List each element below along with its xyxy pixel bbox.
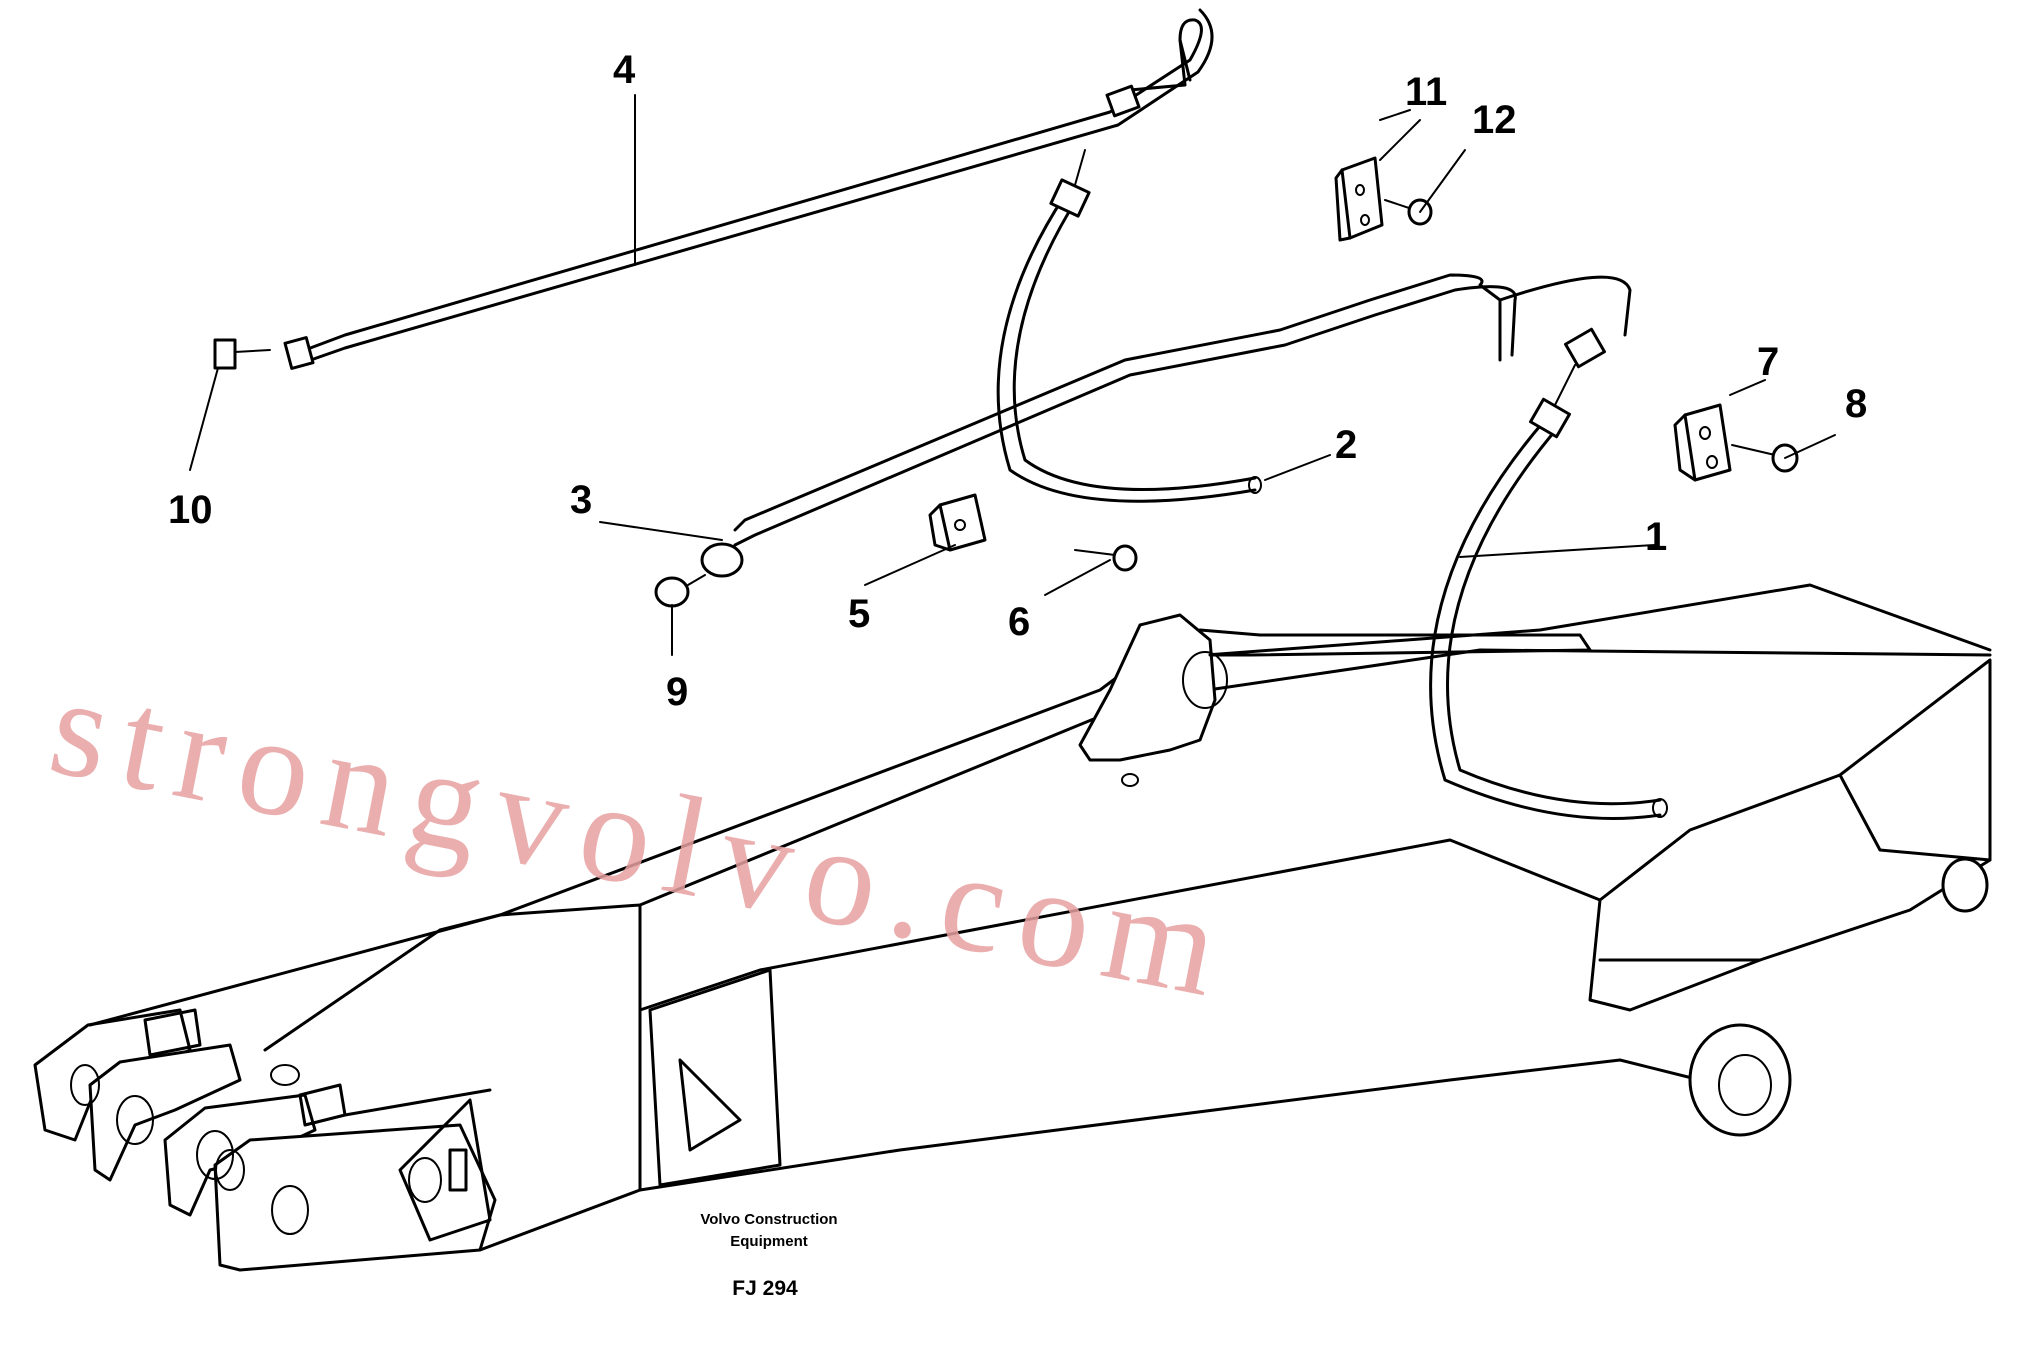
hose-2-fitting <box>1049 178 1091 218</box>
boom-plate-outline <box>648 968 782 1187</box>
plug-10 <box>213 338 271 370</box>
pipe-3-nut <box>1564 327 1606 369</box>
pipe-4-nut <box>1105 84 1141 118</box>
caption-line-2: Equipment <box>730 1233 808 1250</box>
pipe-3 <box>700 273 1632 578</box>
fork-hole-2 <box>196 1130 234 1180</box>
bolt-6 <box>1074 544 1138 572</box>
boom-arm <box>33 583 1992 1272</box>
hose-2-end <box>1248 476 1262 494</box>
fork-inner-line <box>263 913 502 1052</box>
boom-fork-middle <box>88 1043 242 1182</box>
bolt-12 <box>1384 198 1433 226</box>
callout-11: 11 <box>1405 70 1447 114</box>
fork-hole-3 <box>271 1185 309 1235</box>
callout-4: 4 <box>613 48 636 92</box>
hose-1-thread <box>1554 364 1576 406</box>
hose-1-fitting <box>1529 397 1571 439</box>
callout-12: 12 <box>1472 98 1517 142</box>
fork-slot-1 <box>143 1008 202 1057</box>
pipe-3-end-nut <box>700 542 744 578</box>
top-lug-plate <box>1198 628 1592 657</box>
top-lug-hole <box>1182 651 1228 709</box>
pipe-4 <box>283 8 1214 370</box>
boom-rear-hole <box>408 1157 442 1203</box>
fork-hole-1 <box>116 1095 154 1145</box>
callout-5: 5 <box>848 592 870 636</box>
pipe-4-end-nut <box>283 336 315 370</box>
leader-lines <box>189 94 1836 656</box>
hose-1-end <box>1652 798 1668 818</box>
boom-slot <box>448 1148 468 1192</box>
top-lug <box>1078 613 1217 762</box>
callout-6: 6 <box>1008 600 1030 644</box>
boom-pivot-lug <box>1688 1023 1792 1137</box>
boom-pivot-hole <box>1718 1054 1772 1116</box>
boom-right-end <box>1588 658 1992 1012</box>
callout-1: 1 <box>1645 515 1667 559</box>
caption-line-1: Volvo Construction <box>700 1211 837 1228</box>
callout-7: 7 <box>1757 340 1779 384</box>
top-lug-pin <box>1121 773 1139 787</box>
figure-code: FJ 294 <box>732 1277 798 1300</box>
clamp-5 <box>928 493 987 552</box>
callout-3: 3 <box>570 478 592 522</box>
callout-2: 2 <box>1335 423 1357 467</box>
hose-1 <box>1429 364 1668 820</box>
fork-inner-line-2 <box>343 1088 492 1117</box>
fork-hole-5 <box>215 1149 245 1191</box>
clamp-11 <box>1334 156 1384 242</box>
clamp-7 <box>1673 403 1732 482</box>
hose-2-thread <box>1074 149 1086 186</box>
boom-bottom-edge <box>478 1058 1702 1252</box>
boom-gusset <box>678 1058 742 1152</box>
boom-right-bevel <box>1838 773 1992 862</box>
boom-side-crease <box>638 838 1602 1012</box>
callout-10: 10 <box>168 488 213 532</box>
plug-9 <box>654 574 706 608</box>
fork-hole-4 <box>70 1064 100 1106</box>
hose-2 <box>996 149 1262 503</box>
boom-pivot-right <box>1941 857 1989 913</box>
boom-fork-lower-2 <box>213 1123 497 1272</box>
callout-9: 9 <box>666 670 688 714</box>
boom-rear-bracket <box>398 1098 492 1242</box>
callout-8: 8 <box>1845 382 1867 426</box>
fork-pin <box>270 1064 300 1086</box>
